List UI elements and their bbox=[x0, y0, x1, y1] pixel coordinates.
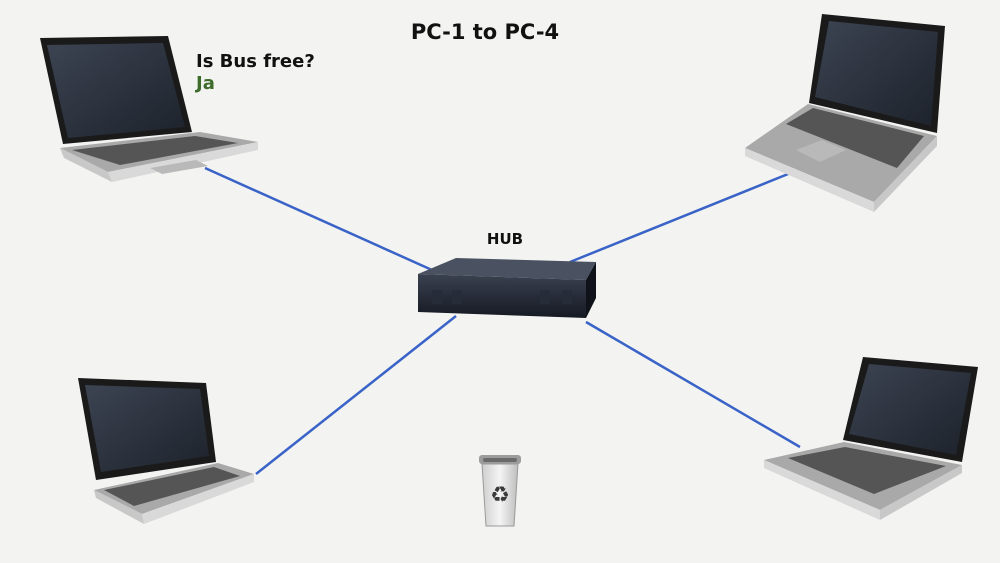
cables bbox=[204, 166, 801, 475]
cable-pc3-hub bbox=[255, 315, 457, 475]
laptop-icon bbox=[78, 378, 254, 524]
svg-text:♻: ♻ bbox=[490, 483, 510, 508]
cable-pc1-hub bbox=[204, 166, 433, 272]
hub-label: HUB bbox=[486, 230, 524, 248]
diagram-title: PC-1 to PC-4 bbox=[410, 20, 560, 44]
cable-pc4-hub bbox=[585, 320, 801, 449]
recycle-bin-icon: ♻ bbox=[479, 455, 521, 527]
bus-status-question: Is Bus free? bbox=[196, 51, 315, 72]
bus-status-answer: Ja bbox=[196, 73, 215, 94]
laptop-icon bbox=[764, 357, 978, 520]
cable-pc2-hub bbox=[569, 170, 794, 264]
laptop-icon bbox=[40, 36, 258, 182]
network-hub-icon bbox=[418, 258, 596, 318]
laptop-icon bbox=[745, 14, 945, 212]
